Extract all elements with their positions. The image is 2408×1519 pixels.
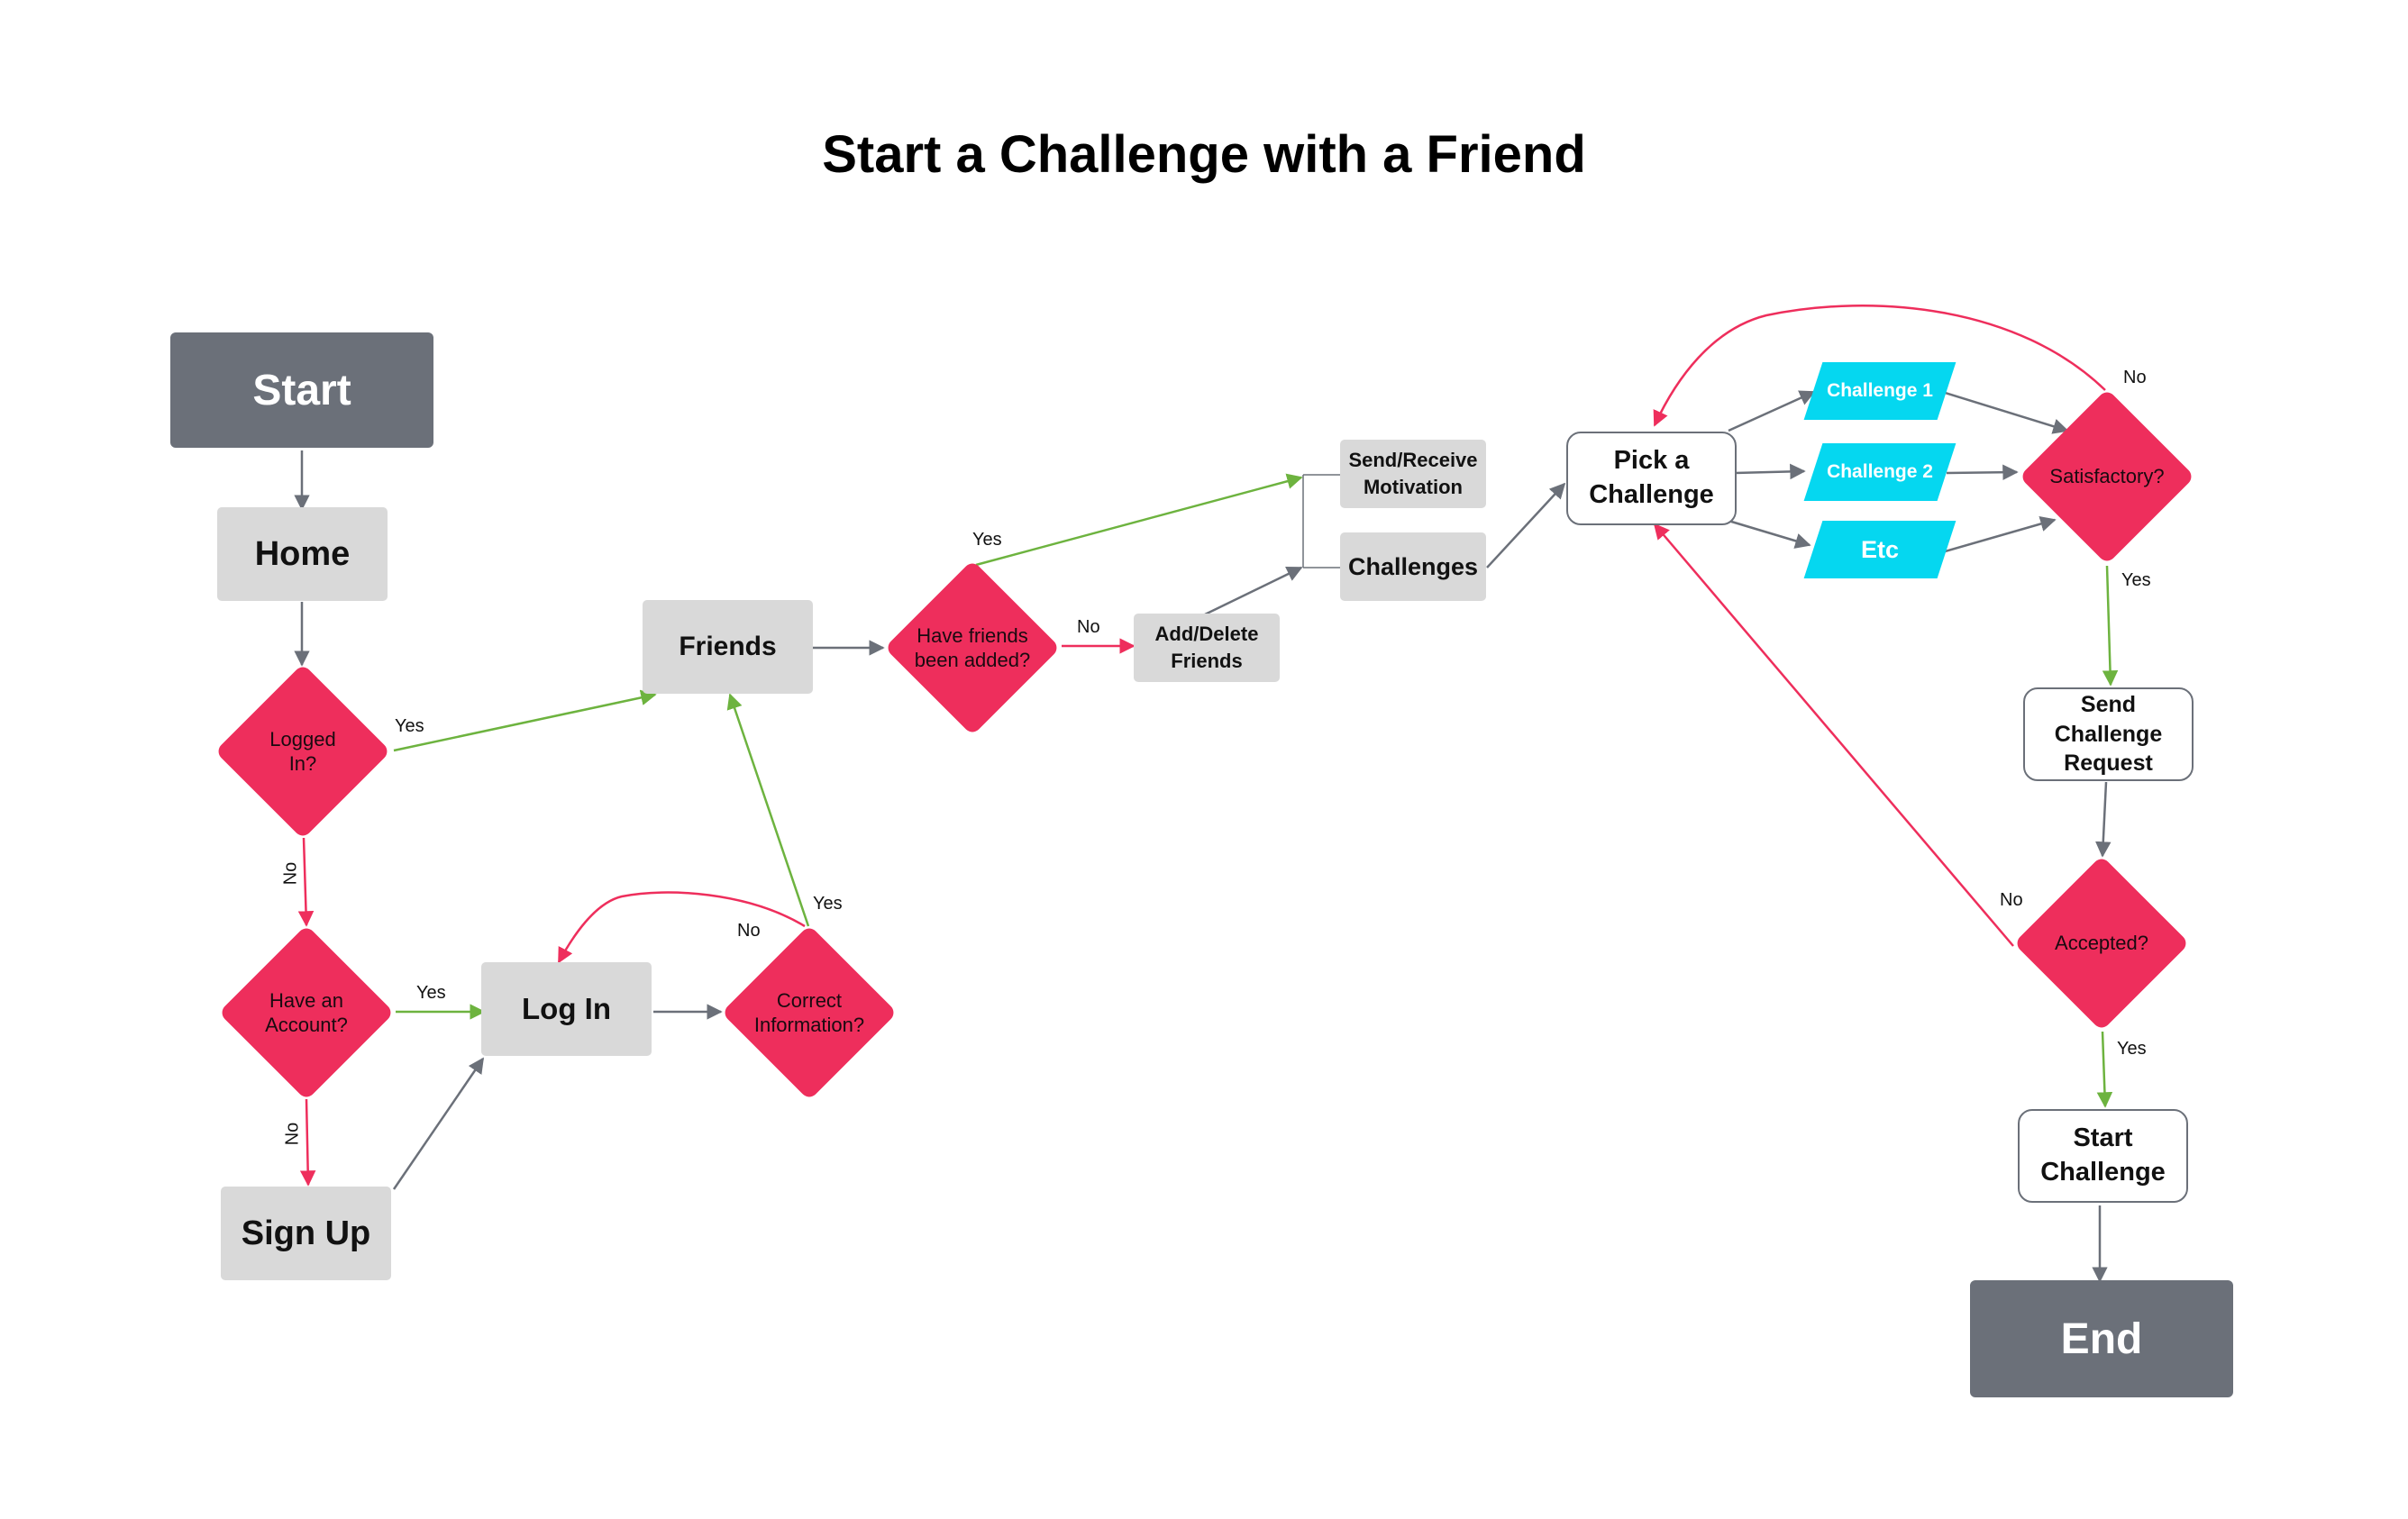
no-label-accepted: No <box>2000 890 2023 910</box>
yes-label-loggedin: Yes <box>395 716 424 736</box>
yes-label-account: Yes <box>416 983 446 1003</box>
yes-label-accepted: Yes <box>2117 1039 2147 1059</box>
start-challenge-box: Start Challenge <box>2018 1109 2188 1203</box>
sign-up-box: Sign Up <box>221 1187 391 1280</box>
start-label: Start <box>252 366 351 414</box>
friends-added-decision: Have friends been added? <box>884 559 1061 736</box>
logged-in-decision: Logged In? <box>214 663 391 840</box>
edge-pick-c1 <box>1728 390 1816 432</box>
edge-request-accepted <box>2095 781 2112 858</box>
friends-added-label: Have friends been added? <box>914 623 1031 672</box>
edge-bracket <box>1302 474 1340 568</box>
sign-up-label: Sign Up <box>241 1214 371 1252</box>
edge-added-motivation <box>975 473 1303 567</box>
challenge-2-label: Challenge 2 <box>1827 461 1933 482</box>
home-label: Home <box>254 534 351 573</box>
friends-box: Friends <box>643 600 813 694</box>
log-in-box: Log In <box>481 962 652 1056</box>
accepted-label: Accepted? <box>2055 932 2148 955</box>
etc-label: Etc <box>1860 535 1900 563</box>
send-challenge-request-label: Send Challenge Request <box>2054 692 2163 777</box>
no-label-satisfactory: No <box>2123 368 2147 387</box>
yes-label-satisfactory: Yes <box>2121 570 2151 590</box>
edge-accepted-start <box>2096 1031 2113 1108</box>
correct-information-decision: Correct Information? <box>721 924 898 1101</box>
start-challenge-label: Start Challenge <box>2040 1123 2166 1187</box>
diagram-title: Start a Challenge with a Friend <box>822 125 1586 184</box>
have-account-label: Have an Account? <box>265 988 348 1037</box>
edge-c1-sat <box>1938 389 2069 434</box>
send-challenge-request-box: Send Challenge Request <box>2023 687 2194 781</box>
etc-option: Etc <box>1803 521 1957 578</box>
no-label-account: No <box>282 1122 303 1146</box>
pick-a-challenge-box: Pick a Challenge <box>1566 432 1737 525</box>
edge-correct-login <box>557 891 806 964</box>
add-delete-friends-box: Add/Delete Friends <box>1134 614 1280 682</box>
edge-loggedin-account <box>297 837 315 927</box>
send-receive-motivation-label: Send/Receive Motivation <box>1348 449 1478 498</box>
log-in-label: Log In <box>522 992 611 1025</box>
challenge-1-option: Challenge 1 <box>1803 362 1957 420</box>
no-label-friends-added: No <box>1077 617 1100 637</box>
edge-loggedin-friends <box>393 689 657 752</box>
edge-challenges-pick <box>1486 482 1566 568</box>
have-account-decision: Have an Account? <box>218 924 395 1101</box>
yes-label-correct: Yes <box>813 894 843 914</box>
accepted-decision: Accepted? <box>2013 855 2190 1032</box>
challenges-label: Challenges <box>1347 552 1479 580</box>
edge-correct-friends <box>726 693 810 927</box>
start-terminal: Start <box>170 332 433 448</box>
send-receive-motivation-box: Send/Receive Motivation <box>1340 440 1486 508</box>
home-box: Home <box>217 507 388 601</box>
edge-c2-sat <box>1946 464 2019 480</box>
no-label-correct: No <box>737 921 761 941</box>
logged-in-label: Logged In? <box>269 727 336 776</box>
yes-label-friends-added: Yes <box>972 530 1002 550</box>
challenge-2-option: Challenge 2 <box>1803 443 1957 501</box>
satisfactory-decision: Satisfactory? <box>2019 388 2195 565</box>
add-delete-friends-label: Add/Delete Friends <box>1154 623 1259 672</box>
edge-accepted-pick <box>1653 523 2014 947</box>
edge-pick-c2 <box>1734 463 1806 480</box>
pick-a-challenge-label: Pick a Challenge <box>1589 446 1714 509</box>
edge-sat-pick-curve <box>1653 305 2106 427</box>
correct-information-label: Correct Information? <box>753 988 865 1037</box>
satisfactory-label: Satisfactory? <box>2049 465 2165 488</box>
challenges-box: Challenges <box>1340 532 1486 601</box>
friends-label: Friends <box>679 632 777 661</box>
end-label: End <box>2060 1314 2143 1363</box>
edge-adddelete-challenges <box>1204 566 1303 616</box>
edge-sat-request <box>2102 565 2119 687</box>
edge-signup-login <box>392 1057 485 1190</box>
edge-pick-etc <box>1728 519 1811 549</box>
edge-etc-sat <box>1941 515 2057 554</box>
challenge-1-label: Challenge 1 <box>1827 380 1933 401</box>
end-terminal: End <box>1970 1280 2233 1397</box>
edge-account-signup <box>299 1098 316 1187</box>
no-label-loggedin: No <box>280 861 301 886</box>
